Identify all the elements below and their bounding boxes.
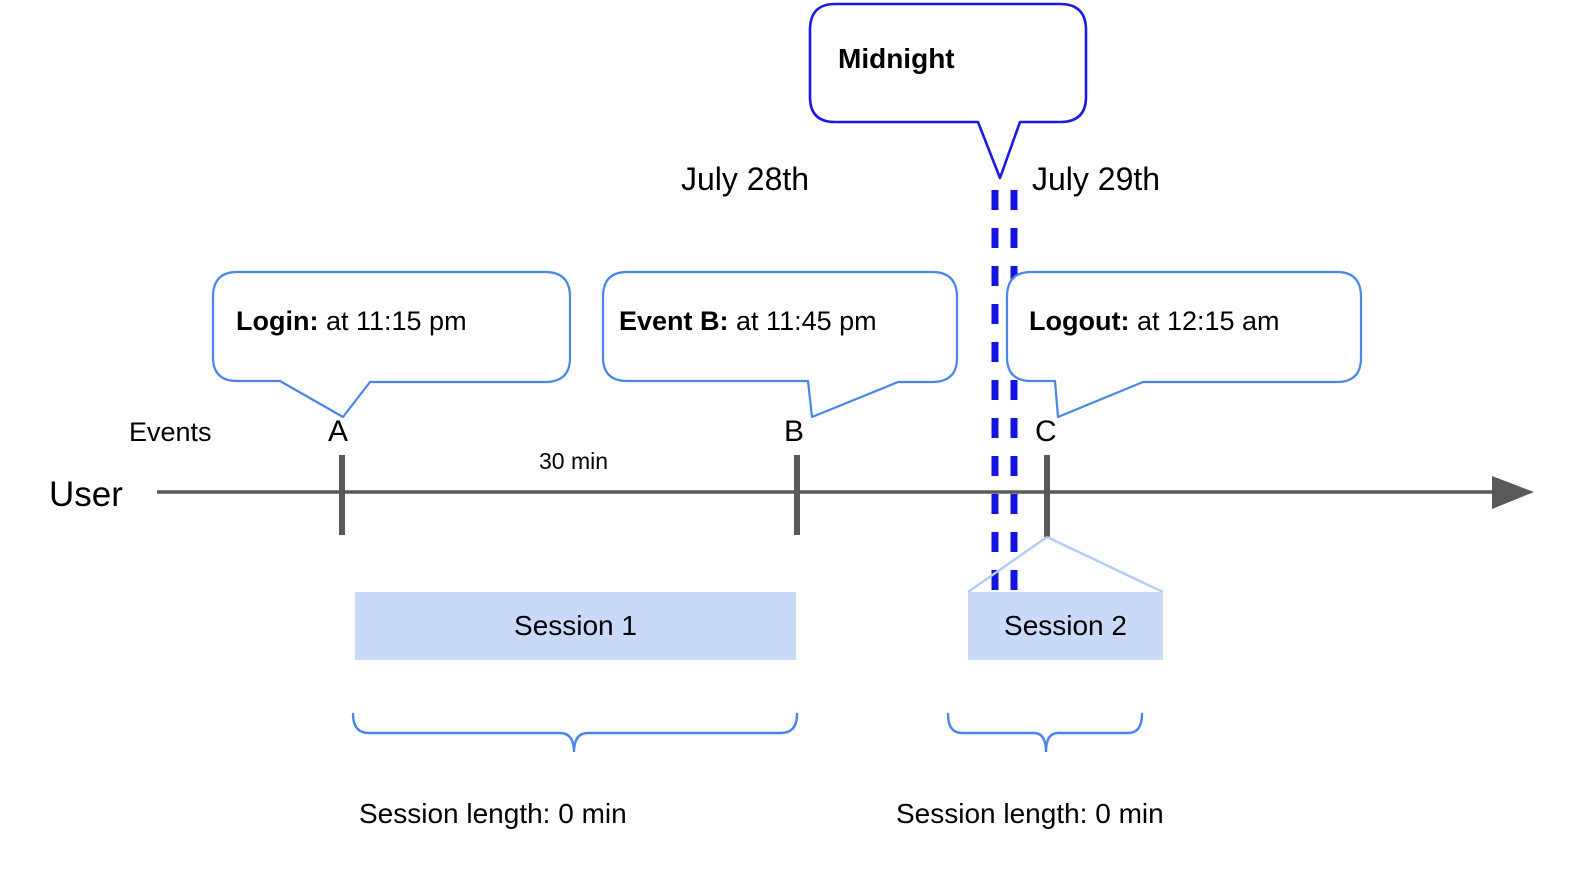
callout-login-shape <box>211 270 572 419</box>
callout-logout-shape <box>1005 270 1363 419</box>
callout-logout-text: Logout: at 12:15 am <box>1029 308 1280 335</box>
session-length-label-1: Session length: 0 min <box>359 798 627 829</box>
session-box-1-label: Session 1 <box>514 610 637 641</box>
session-length-label-2: Session length: 0 min <box>896 798 1164 829</box>
user-row-label: User <box>49 475 123 514</box>
callout-eventb-bold: Event B: <box>619 306 729 336</box>
event-marker-label-a: A <box>328 415 349 448</box>
event-marker-label-c: C <box>1035 415 1057 448</box>
events-row-label: Events <box>129 417 212 447</box>
session-box-1: Session 1 <box>355 592 796 660</box>
session-box-2-label: Session 2 <box>1004 610 1127 641</box>
event-tick-marks <box>339 455 1050 537</box>
date-label-july-28: July 28th <box>681 161 810 197</box>
midnight-callout-label: Midnight <box>838 43 955 74</box>
session2-leader-lines <box>967 535 1164 594</box>
midnight-callout-shape <box>808 2 1088 180</box>
callout-eventb-text: Event B: at 11:45 pm <box>619 308 877 335</box>
timeline-arrow-icon <box>1492 476 1534 509</box>
date-label-july-29: July 29th <box>1032 161 1161 197</box>
callout-logout-rest: at 12:15 am <box>1129 306 1280 336</box>
duration-label-30min: 30 min <box>539 448 609 474</box>
event-marker-label-b: B <box>784 415 805 448</box>
session1-brace <box>351 712 799 753</box>
callout-login-text: Login: at 11:15 pm <box>236 308 467 335</box>
callout-login-bold: Login: <box>236 306 319 336</box>
callout-logout-bold: Logout: <box>1029 306 1130 336</box>
timeline-axis <box>157 476 1534 509</box>
session2-brace <box>946 712 1144 753</box>
midnight-dashed-lines <box>991 190 1018 600</box>
callout-eventb-rest: at 11:45 pm <box>728 306 877 336</box>
session-box-2: Session 2 <box>968 592 1163 660</box>
callout-eventb-shape <box>601 270 959 419</box>
callout-login-rest: at 11:15 pm <box>318 306 467 336</box>
